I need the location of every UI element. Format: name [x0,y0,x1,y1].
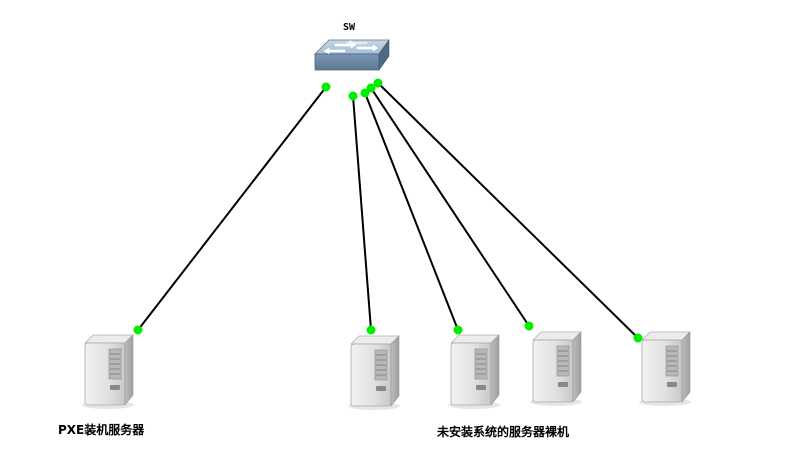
pxe-server[interactable] [81,334,135,410]
switch-label: SW [343,22,356,33]
link-endpoint [133,325,143,335]
bare-server-4[interactable] [638,331,692,407]
link-bare-server-3 [370,87,530,327]
link-endpoints [133,78,643,343]
link-bare-server-1 [352,95,372,331]
pxe-server-label: PXE装机服务器 [58,423,145,437]
link-endpoint [360,88,370,98]
link-pxe-server [137,86,327,331]
network-switch-icon[interactable] [314,39,390,71]
link-endpoint [366,325,376,335]
bare-server-3[interactable] [529,331,583,407]
link-endpoint [321,82,331,92]
bare-server-1[interactable] [347,335,401,411]
link-bare-server-4 [377,82,639,339]
link-bare-server-2 [364,92,459,331]
bare-servers-label: 未安装系统的服务器裸机 [437,425,570,439]
network-links [137,82,639,339]
link-endpoint [633,333,643,343]
bare-server-2[interactable] [447,334,501,410]
link-endpoint [366,83,376,93]
link-endpoint [348,91,358,101]
link-endpoint [373,78,383,88]
link-endpoint [453,325,463,335]
link-endpoint [524,321,534,331]
